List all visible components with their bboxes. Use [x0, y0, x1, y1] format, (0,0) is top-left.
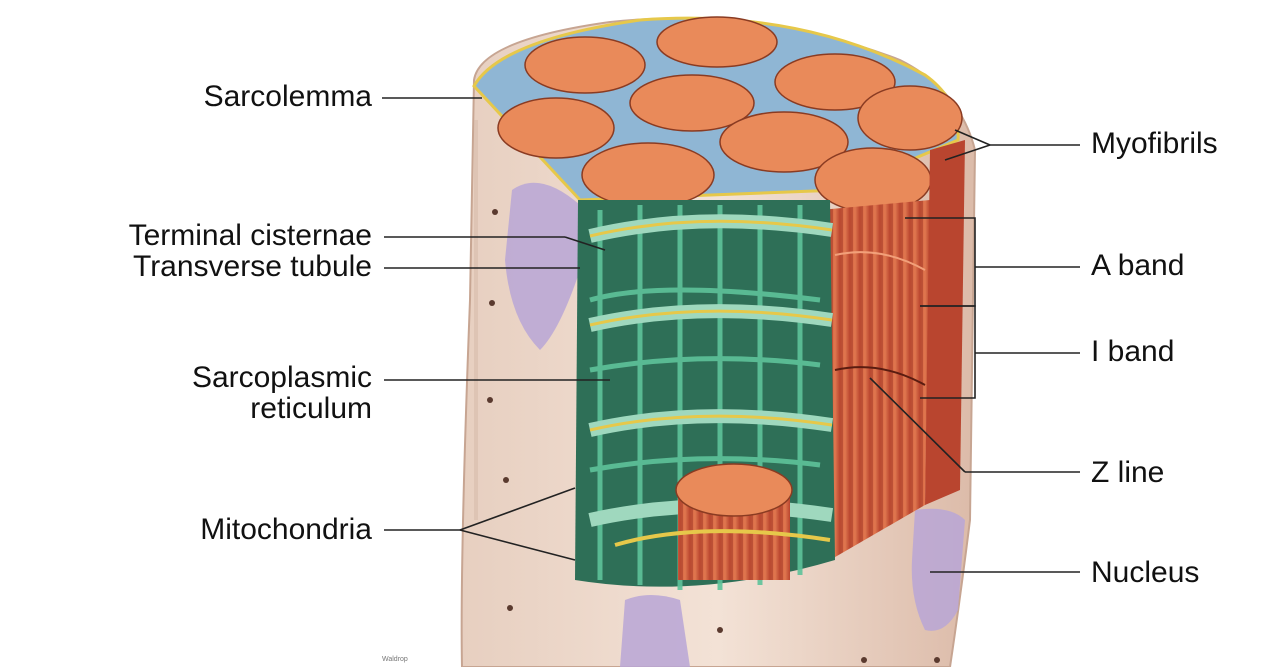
label-a-band: A band	[1091, 250, 1184, 281]
label-terminal-cisternae: Terminal cisternae	[0, 220, 372, 251]
label-sarcoplasmic-reticulum: Sarcoplasmic reticulum	[0, 362, 372, 424]
label-myofibrils: Myofibrils	[1091, 128, 1218, 159]
label-sarcolemma: Sarcolemma	[0, 81, 372, 112]
label-transverse-tubule: Transverse tubule	[0, 251, 372, 282]
label-sarcoplasmic-line1: Sarcoplasmic	[0, 362, 372, 393]
label-i-band: I band	[1091, 336, 1174, 367]
artist-signature: Waldrop	[382, 656, 408, 663]
label-nucleus: Nucleus	[1091, 557, 1199, 588]
label-sarcoplasmic-line2: reticulum	[0, 393, 372, 424]
label-z-line: Z line	[1091, 457, 1164, 488]
label-mitochondria: Mitochondria	[0, 514, 372, 545]
